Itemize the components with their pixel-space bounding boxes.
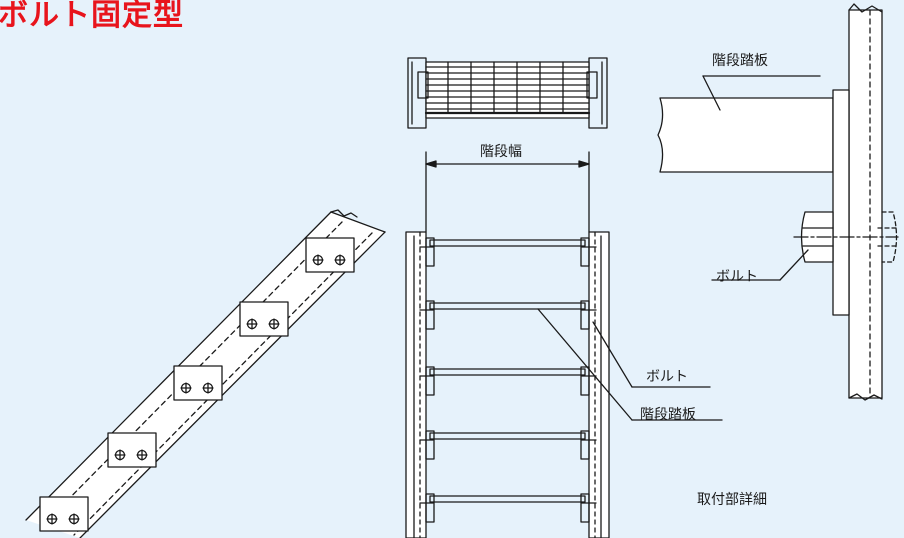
tread-bracket: [239, 301, 289, 337]
mounting-detail-label: 取付部詳細: [697, 492, 767, 508]
tread-step: [419, 237, 597, 267]
mounting-detail: [657, 3, 899, 401]
tread-step: [419, 300, 597, 330]
tread-label-front: 階段踏板: [640, 407, 696, 423]
tread-grating-top-view: [407, 57, 608, 129]
stair-front-view: [405, 231, 610, 538]
width-dimension-line: [425, 151, 590, 233]
tread-bracket: [39, 496, 89, 532]
bolt-label-front: ボルト: [646, 369, 688, 385]
tread-bracket: [107, 432, 157, 468]
tread-bracket: [173, 365, 223, 401]
tread-step: [419, 430, 597, 460]
page-title: ボルト固定型: [0, 0, 184, 33]
tread-step: [419, 366, 597, 396]
tread-step: [419, 493, 597, 523]
tread-label-detail: 階段踏板: [712, 53, 768, 69]
stair-width-label: 階段幅: [480, 144, 522, 160]
bolt-label-detail: ボルト: [716, 269, 758, 285]
tread-bracket: [305, 237, 355, 273]
leader-lines-front: [537, 308, 723, 421]
